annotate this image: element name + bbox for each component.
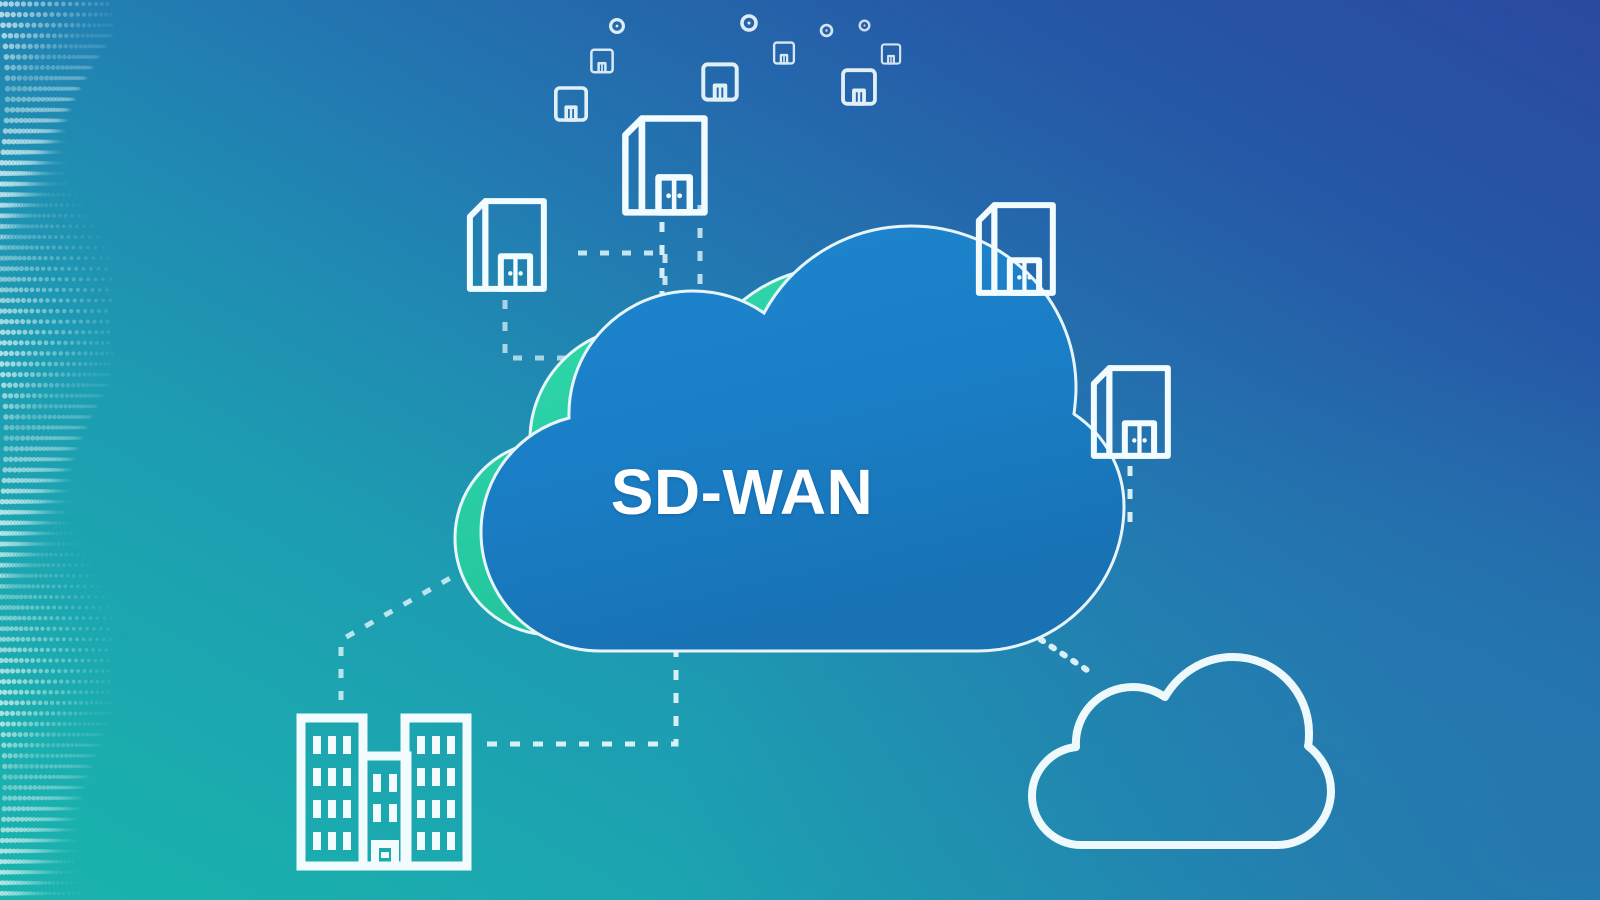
office-complex-bottom-left[interactable]	[296, 713, 472, 871]
mini-dot-icon	[740, 14, 758, 32]
branch-office-top-left[interactable]	[470, 201, 544, 289]
mini-dot-icon	[608, 18, 626, 35]
mini-building-icon	[701, 62, 739, 102]
mini-building-icon	[553, 86, 589, 122]
mini-building-icon	[880, 43, 902, 65]
office-complex-windows	[313, 736, 455, 850]
branch-office-top-right[interactable]	[979, 205, 1053, 293]
dot-wave-decoration	[0, 1, 114, 896]
connection-office-complex	[487, 640, 679, 747]
mini-building-icon	[772, 41, 796, 65]
branch-office-top-center[interactable]	[625, 119, 704, 213]
mini-dot-icon	[858, 19, 871, 32]
connection-office-complex-diagonal	[338, 565, 470, 700]
mini-building-icon	[841, 68, 877, 106]
mini-building-icon	[590, 48, 614, 74]
main-cloud-shape	[479, 224, 1126, 653]
office-complex-door	[371, 840, 399, 866]
branch-office-right[interactable]	[1094, 368, 1168, 456]
remote-cloud-outline[interactable]	[1028, 653, 1335, 849]
mini-dot-icon	[819, 23, 834, 38]
